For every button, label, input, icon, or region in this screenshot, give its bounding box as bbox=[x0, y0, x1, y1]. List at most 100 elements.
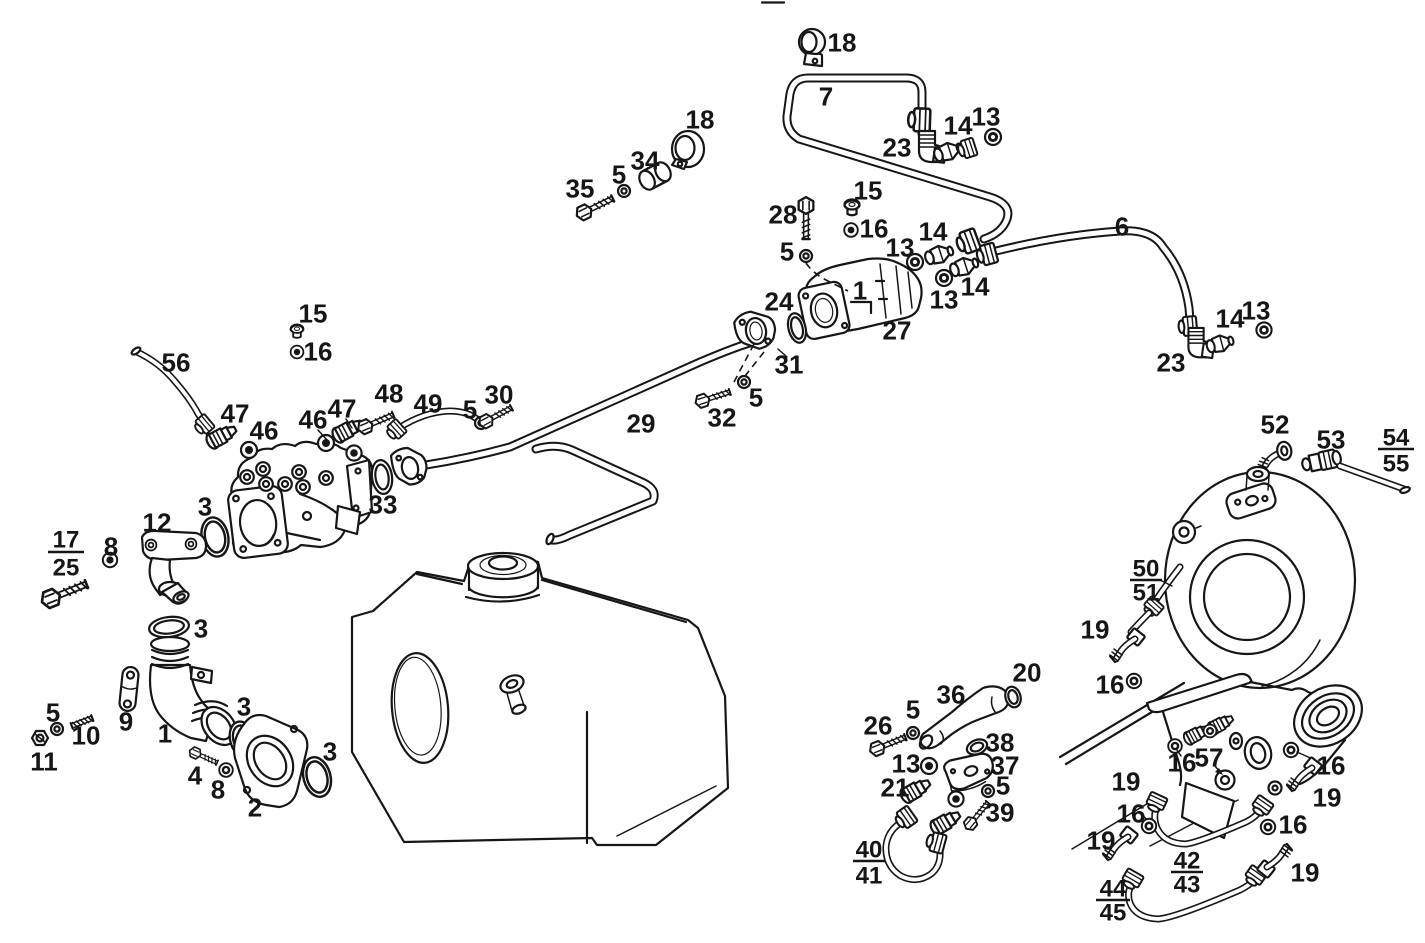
part-label-3-2: 3 bbox=[323, 736, 337, 766]
washer-13-top bbox=[983, 127, 1003, 147]
part-label-26: 26 bbox=[864, 710, 893, 740]
turbo-port-flange bbox=[1225, 482, 1277, 520]
part-label-37: 37 bbox=[991, 750, 1020, 780]
part-label-28: 28 bbox=[769, 199, 798, 229]
svg-text:50: 50 bbox=[1133, 556, 1160, 583]
washer-16-bracket bbox=[843, 222, 859, 238]
washer-21 bbox=[947, 790, 965, 808]
part-label-38: 38 bbox=[986, 727, 1015, 757]
nut-11 bbox=[30, 729, 50, 747]
part-label-9: 9 bbox=[119, 706, 133, 736]
housing-front-flange bbox=[227, 485, 289, 559]
flange-2 bbox=[232, 713, 309, 809]
part-label-8-12: 8 bbox=[104, 531, 118, 561]
washer-16-50 bbox=[1125, 672, 1143, 690]
bracket-27 bbox=[797, 257, 923, 341]
tank-clip bbox=[499, 674, 527, 715]
svg-text:17: 17 bbox=[53, 527, 80, 554]
turbocharger bbox=[1163, 465, 1357, 690]
part-label-20: 20 bbox=[1013, 657, 1042, 687]
gasket-24 bbox=[786, 312, 808, 344]
washer-5-26 bbox=[905, 725, 921, 741]
part-label-30: 30 bbox=[485, 379, 514, 409]
svg-text:54: 54 bbox=[1383, 425, 1410, 452]
part-label-15-housing: 15 bbox=[299, 298, 328, 328]
part-label-18-top: 18 bbox=[828, 27, 857, 57]
housing-boss bbox=[277, 476, 293, 492]
washer-16-tr bbox=[1282, 741, 1300, 759]
tank-side-opening bbox=[390, 652, 450, 764]
clamp-18-ring bbox=[670, 129, 706, 171]
pipe-44-45 bbox=[1118, 863, 1268, 923]
svg-text:40: 40 bbox=[856, 837, 883, 864]
part-label-33: 33 bbox=[369, 489, 398, 519]
part-label-16-50: 16 bbox=[1096, 669, 1125, 699]
washer-16-mr bbox=[1259, 818, 1277, 836]
oring-20 bbox=[1004, 685, 1022, 709]
part-label-57: 57 bbox=[1195, 742, 1224, 772]
part-label-18-ring: 18 bbox=[686, 104, 715, 134]
part-label-52: 52 bbox=[1261, 409, 1290, 439]
part-label-5-26: 5 bbox=[906, 694, 920, 724]
part-label-8-4: 8 bbox=[211, 774, 225, 804]
part-label-16-tr: 16 bbox=[1317, 750, 1346, 780]
part-label-7: 7 bbox=[819, 81, 833, 111]
part-label-19-bl: 19 bbox=[1087, 825, 1116, 855]
part-label-16-tl: 16 bbox=[1168, 747, 1197, 777]
part-label-24: 24 bbox=[765, 286, 794, 316]
part-label-5-39: 5 bbox=[996, 770, 1010, 800]
part-label-5-34: 5 bbox=[612, 159, 626, 189]
part-label-11: 11 bbox=[30, 746, 58, 776]
part-label-3-elbow: 3 bbox=[237, 691, 251, 721]
svg-text:41: 41 bbox=[856, 863, 883, 890]
part-label-16-ml: 16 bbox=[1117, 798, 1146, 828]
link-9 bbox=[118, 665, 140, 713]
washer-13-37 bbox=[919, 756, 939, 776]
tank-body bbox=[350, 551, 730, 847]
part-label-13-b2: 13 bbox=[930, 284, 959, 314]
fitting-53 bbox=[1301, 448, 1342, 473]
flange-31 bbox=[733, 310, 777, 350]
hose-50-51 bbox=[1110, 563, 1184, 662]
svg-text:42: 42 bbox=[1174, 848, 1201, 875]
part-label-1-bracket: 1 bbox=[853, 275, 867, 305]
part-label-47-r: 47 bbox=[328, 393, 357, 423]
engine-block bbox=[1058, 672, 1363, 850]
part-label-35: 35 bbox=[566, 173, 595, 203]
block-port-large bbox=[1243, 736, 1273, 770]
part-label-19-tr: 19 bbox=[1313, 782, 1342, 812]
part-label-46-r: 46 bbox=[299, 404, 328, 434]
part-label-14-top: 14 bbox=[944, 110, 973, 140]
part-label-13-top: 13 bbox=[972, 101, 1001, 131]
gasket-3-12 bbox=[148, 615, 190, 639]
washer-block bbox=[1202, 723, 1218, 739]
svg-text:45: 45 bbox=[1100, 900, 1127, 927]
pipe-6 bbox=[973, 226, 1199, 338]
part-label-47-l: 47 bbox=[221, 398, 250, 428]
part-label-19-br: 19 bbox=[1291, 857, 1320, 887]
svg-text:44: 44 bbox=[1100, 876, 1127, 903]
part-label-5-28: 5 bbox=[780, 236, 794, 266]
part-label-3-housing: 3 bbox=[198, 491, 212, 521]
pipe-7 bbox=[782, 73, 1013, 258]
part-label-5-10: 5 bbox=[46, 697, 60, 727]
part-label-1-elbow: 1 bbox=[158, 718, 172, 748]
pipe-29 bbox=[421, 336, 762, 546]
part-label-13-b1: 13 bbox=[886, 232, 915, 262]
part-label-16-bracket: 16 bbox=[860, 213, 889, 243]
nut-47-right bbox=[345, 444, 363, 462]
port-57 bbox=[1214, 769, 1236, 791]
part-label-2: 2 bbox=[248, 792, 262, 822]
pipe-29-flange bbox=[389, 446, 428, 486]
part-label-34: 34 bbox=[631, 145, 660, 175]
gasket-33 bbox=[370, 459, 394, 495]
elbow-1 bbox=[148, 635, 238, 747]
part-label-14-b1: 14 bbox=[919, 216, 948, 246]
part-label-13-37: 13 bbox=[892, 748, 921, 778]
part-label-16-mr: 16 bbox=[1279, 809, 1308, 839]
part-label-6: 6 bbox=[1115, 211, 1129, 241]
